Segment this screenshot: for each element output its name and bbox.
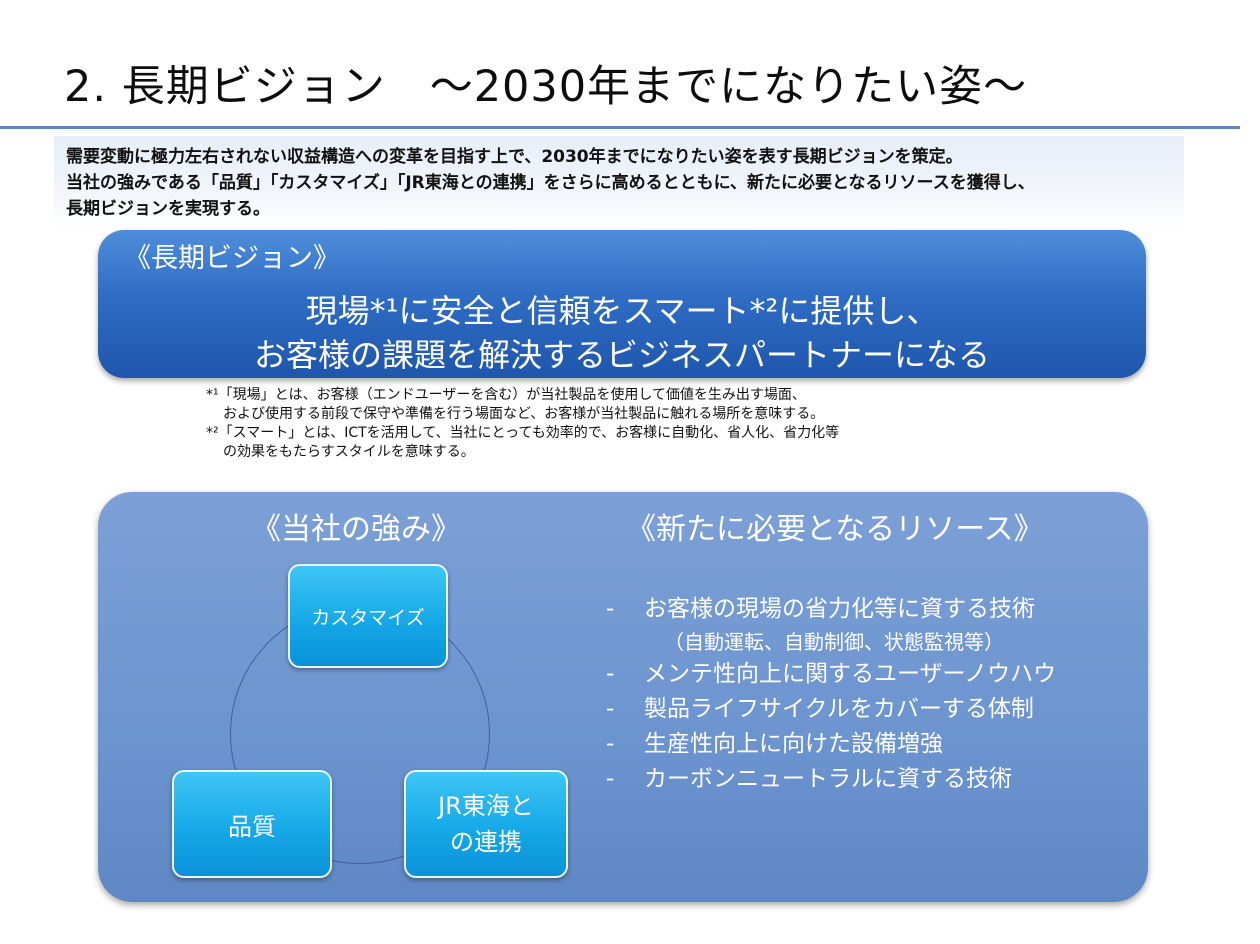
- dash-bullet: -: [606, 661, 615, 687]
- page-title: 2. 長期ビジョン ～2030年までになりたい姿～: [64, 62, 1028, 112]
- intro-line: 需要変動に極力左右されない収益構造への変革を目指す上で、2030年までになりたい…: [66, 147, 963, 167]
- footnote-2: *²「スマート」とは、ICTを活用して、当社にとっても効率的で、お客様に自動化、…: [206, 425, 840, 441]
- strength-tile-jr-collaboration: JR東海と の連携: [404, 770, 568, 878]
- vision-header: 《長期ビジョン》: [124, 243, 340, 274]
- resource-item: お客様の現場の省力化等に資する技術: [644, 596, 1035, 622]
- footnote-1: *¹「現場」とは、お客様（エンドユーザーを含む）が当社製品を使用して価値を生み出…: [206, 387, 806, 403]
- strength-tile-quality: 品質: [172, 770, 332, 878]
- list-item: - カーボンニュートラルに資する技術: [606, 762, 1056, 797]
- resource-item: カーボンニュートラルに資する技術: [644, 766, 1012, 792]
- strengths-title: 《当社の強み》: [251, 512, 461, 547]
- list-item: - メンテ性向上に関するユーザーノウハウ: [606, 657, 1056, 692]
- dash-bullet: -: [606, 696, 615, 722]
- resource-item-detail: （自動運転、自動制御、状態監視等）: [664, 630, 1004, 654]
- list-item: - 生産性向上に向けた設備増強: [606, 727, 1056, 762]
- strength-label: 品質: [228, 812, 276, 841]
- footnote-1-cont: および使用する前段で保守や準備を行う場面など、お客様が当社製品に触れる場所を意味…: [223, 406, 825, 422]
- list-item: - お客様の現場の省力化等に資する技術: [606, 592, 1056, 627]
- strengths-resources-panel: 《当社の強み》 《新たに必要となるリソース》 カスタマイズ 品質 JR東海と の…: [98, 492, 1148, 902]
- footnote-2-cont: の効果をもたらすスタイルを意味する。: [223, 444, 475, 460]
- intro-line: 長期ビジョンを実現する。: [66, 199, 270, 219]
- strength-label-line2: の連携: [449, 828, 522, 856]
- strength-label: カスタマイズ: [311, 606, 425, 629]
- dash-bullet: -: [606, 731, 615, 757]
- strength-label-line1: JR東海と: [438, 792, 534, 820]
- list-item: - 製品ライフサイクルをカバーする体制: [606, 692, 1056, 727]
- vision-statement-line1: 現場*¹に安全と信頼をスマート*²に提供し、: [305, 292, 939, 330]
- resource-item: メンテ性向上に関するユーザーノウハウ: [644, 661, 1057, 687]
- title-divider: [0, 126, 1240, 129]
- long-term-vision-box: 《長期ビジョン》 現場*¹に安全と信頼をスマート*²に提供し、 お客様の課題を解…: [98, 230, 1146, 378]
- resources-title: 《新たに必要となるリソース》: [626, 512, 1044, 547]
- resource-item: 生産性向上に向けた設備増強: [644, 731, 943, 757]
- resource-item: 製品ライフサイクルをカバーする体制: [644, 696, 1034, 722]
- dash-bullet: -: [606, 766, 615, 792]
- resources-list: - お客様の現場の省力化等に資する技術 （自動運転、自動制御、状態監視等） - …: [606, 592, 1056, 797]
- dash-bullet: -: [606, 596, 615, 622]
- vision-statement-line2: お客様の課題を解決するビジネスパートナーになる: [253, 336, 990, 374]
- intro-summary: 需要変動に極力左右されない収益構造への変革を目指す上で、2030年までになりたい…: [54, 136, 1184, 228]
- footnotes: *¹「現場」とは、お客様（エンドユーザーを含む）が当社製品を使用して価値を生み出…: [206, 386, 839, 462]
- intro-line: 当社の強みである「品質」「カスタマイズ」「JR東海との連携」をさらに高めるととも…: [66, 173, 1035, 193]
- strength-tile-customize: カスタマイズ: [288, 564, 448, 668]
